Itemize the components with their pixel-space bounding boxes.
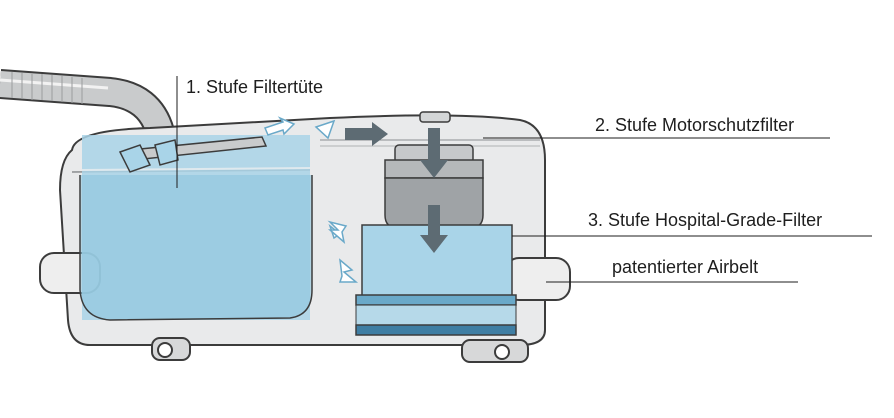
filter-bag: [79, 135, 313, 321]
flow-arrow-icon: [345, 122, 448, 253]
wheel-right: [461, 339, 529, 363]
callout-lines: [176, 76, 872, 283]
wheel-left: [151, 337, 191, 361]
label-stage-2: 2. Stufe Motorschutzfilter: [595, 115, 794, 135]
hospital-grade-filter: [355, 224, 517, 336]
side-bumper-right: [504, 257, 571, 301]
label-airbelt: patentierter Airbelt: [612, 257, 758, 277]
bag-inlet: [118, 136, 268, 173]
airflow-arrows-icon: [263, 116, 359, 283]
label-stage-3: 3. Stufe Hospital-Grade-Filter: [588, 210, 822, 230]
label-stage-1: 1. Stufe Filtertüte: [186, 77, 323, 97]
